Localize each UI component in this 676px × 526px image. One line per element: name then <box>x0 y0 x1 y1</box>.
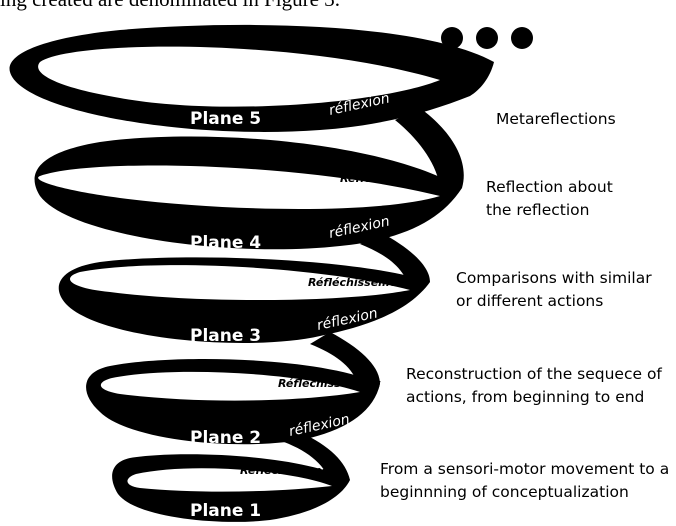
plane-4-label: Plane 4 <box>190 233 261 253</box>
description-line: Metareflections <box>496 110 616 128</box>
plane-5-label: Plane 5 <box>190 109 261 129</box>
reflechissement-label-4: Réfléchissement <box>340 172 443 185</box>
plane-1-label: Plane 1 <box>190 501 261 521</box>
description-line: the reflection <box>486 201 590 219</box>
ribbon-loop-plane-5 <box>9 24 494 132</box>
description-plane-1: From a sensori-motor movement to a begin… <box>380 458 669 504</box>
ribbon-connector <box>360 232 430 290</box>
description-plane-5: Metareflections <box>496 108 616 131</box>
ribbon-connector <box>310 332 380 392</box>
plane-2-label: Plane 2 <box>190 428 261 448</box>
description-line: Comparisons with similar <box>456 269 652 287</box>
description-line: beginnning of conceptualization <box>380 483 629 501</box>
ribbon-loop-plane-3 <box>58 257 430 343</box>
ellipsis-dots <box>441 27 533 49</box>
description-line: actions, from beginning to end <box>406 388 645 406</box>
ribbon-loop-plane-2 <box>86 359 381 445</box>
ribbon-connector <box>395 108 464 196</box>
description-plane-4: Reflection about the reflection <box>486 176 613 222</box>
ribbon-connector <box>284 432 350 486</box>
reflechissement-label-3: Réfléchissement <box>308 276 411 289</box>
ribbon-loop-plane-1 <box>112 454 350 522</box>
reflechissement-label-2: Réfléchissement <box>278 377 381 390</box>
reflechissement-label-1: Réfléchissement <box>240 464 343 477</box>
cropped-caption: ing created are denominated in Figure 3. <box>0 0 676 12</box>
description-line: From a sensori-motor movement to a <box>380 460 670 478</box>
ellipsis-dot <box>476 27 498 49</box>
description-line: Reflection about <box>486 178 613 196</box>
description-plane-2: Reconstruction of the sequece of actions… <box>406 363 662 409</box>
description-line: or different actions <box>456 292 604 310</box>
ellipsis-dot <box>441 27 463 49</box>
description-line: Reconstruction of the sequece of <box>406 365 662 383</box>
ellipsis-dot <box>511 27 533 49</box>
plane-3-label: Plane 3 <box>190 326 261 346</box>
description-plane-3: Comparisons with similar or different ac… <box>456 267 652 313</box>
ribbon-loop-plane-4 <box>34 136 463 250</box>
